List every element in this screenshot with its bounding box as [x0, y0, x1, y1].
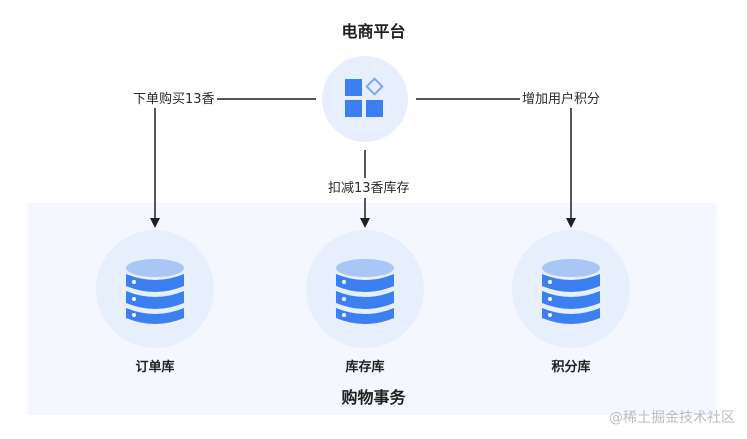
app-grid-icon [345, 77, 384, 117]
points-db-label: 积分库 [551, 360, 591, 375]
order-db-label: 订单库 [135, 360, 175, 375]
order-db-node [96, 230, 214, 348]
points-db-node [512, 230, 630, 348]
edge-label-add-points: 增加用户积分 [520, 92, 603, 108]
platform-title: 电商平台 [341, 22, 406, 41]
platform-node [322, 56, 408, 142]
inventory-db-node [306, 230, 424, 348]
edge-label-deduct-stock: 扣减13香库存 [328, 181, 410, 196]
database-icon [542, 259, 600, 324]
inventory-db-label: 库存库 [345, 360, 385, 375]
database-icon [336, 259, 394, 324]
watermark: @稀土掘金技术社区 [609, 410, 735, 426]
database-icon [126, 259, 184, 324]
edge-label-place-order: 下单购买13香 [131, 92, 217, 108]
transaction-region-label: 购物事务 [341, 388, 406, 407]
